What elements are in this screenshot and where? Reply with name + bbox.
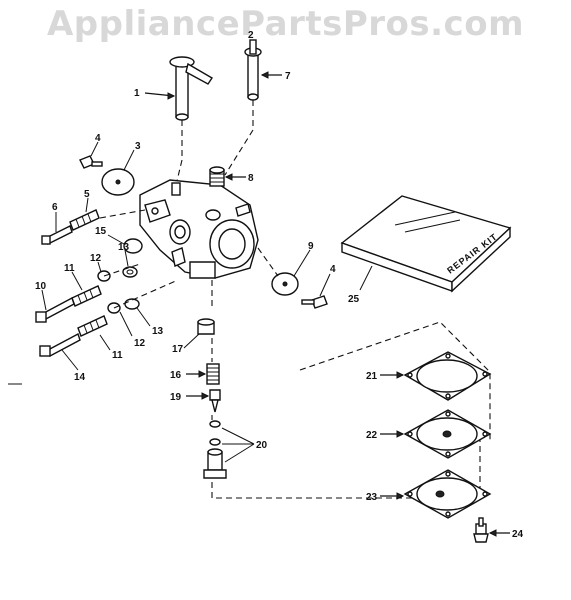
part-17-plug[interactable] <box>197 318 215 335</box>
callout-12b: 12 <box>134 338 146 349</box>
callout-23: 23 <box>366 492 378 503</box>
part-13-washer-lower[interactable] <box>124 298 140 310</box>
callout-9: 9 <box>308 241 314 252</box>
callout-4b: 4 <box>330 264 336 275</box>
callout-22: 22 <box>366 430 378 441</box>
part-5-spring[interactable] <box>69 209 100 231</box>
part-22-diaphragm[interactable] <box>403 409 492 459</box>
callout-10: 10 <box>35 281 47 292</box>
callout-19: 19 <box>170 392 182 403</box>
part-6-idle-screw[interactable] <box>41 225 73 245</box>
callout-8: 8 <box>248 173 254 184</box>
callout-11b: 11 <box>112 350 123 361</box>
part-4-screw-lower[interactable] <box>301 295 328 309</box>
callout-6: 6 <box>52 202 58 213</box>
watermark-logo: AppliancePartsPros.com <box>46 4 524 44</box>
callout-7: 7 <box>285 71 291 82</box>
part-2-choke-shaft[interactable] <box>244 39 262 101</box>
part-11-spring-lower[interactable] <box>77 315 108 337</box>
callout-12: 12 <box>90 253 102 264</box>
callout-5: 5 <box>84 189 90 200</box>
callout-3: 3 <box>135 141 141 152</box>
part-10-main-screw-upper[interactable] <box>35 296 75 323</box>
part-3-throttle-plate[interactable] <box>101 168 135 196</box>
callout-16: 16 <box>170 370 182 381</box>
part-11-spring-upper[interactable] <box>71 285 102 307</box>
part-15-welch-plug[interactable] <box>123 238 143 254</box>
callout-17: 17 <box>172 344 184 355</box>
callout-2: 2 <box>248 30 254 41</box>
callout-14: 14 <box>74 372 86 383</box>
callout-1: 1 <box>134 88 140 99</box>
part-13-washer-upper[interactable] <box>122 266 138 278</box>
carburetor-body[interactable] <box>139 179 259 279</box>
part-14-main-screw-lower[interactable] <box>39 332 81 358</box>
part-4-screw-top[interactable] <box>79 155 103 169</box>
callout-25: 25 <box>348 294 360 305</box>
callout-11: 11 <box>64 263 75 274</box>
part-21-gasket[interactable] <box>403 351 492 401</box>
part-24-screw[interactable] <box>473 517 489 543</box>
callout-24: 24 <box>512 529 524 540</box>
callout-15: 15 <box>95 226 107 237</box>
callout-4: 4 <box>95 133 101 144</box>
callout-13: 13 <box>118 242 130 253</box>
part-9-choke-plate[interactable] <box>271 272 299 296</box>
part-1-throttle-shaft[interactable] <box>169 56 213 121</box>
callout-20: 20 <box>256 440 268 451</box>
part-20-seat[interactable] <box>203 420 227 479</box>
part-8-spring[interactable] <box>209 166 225 187</box>
part-23-cover[interactable] <box>403 469 492 519</box>
callout-13b: 13 <box>152 326 164 337</box>
part-16-spring[interactable] <box>206 363 220 385</box>
part-25-repair-kit[interactable]: REPAIR KIT <box>340 195 512 293</box>
callout-21: 21 <box>366 371 378 382</box>
part-19-needle[interactable] <box>209 389 221 413</box>
